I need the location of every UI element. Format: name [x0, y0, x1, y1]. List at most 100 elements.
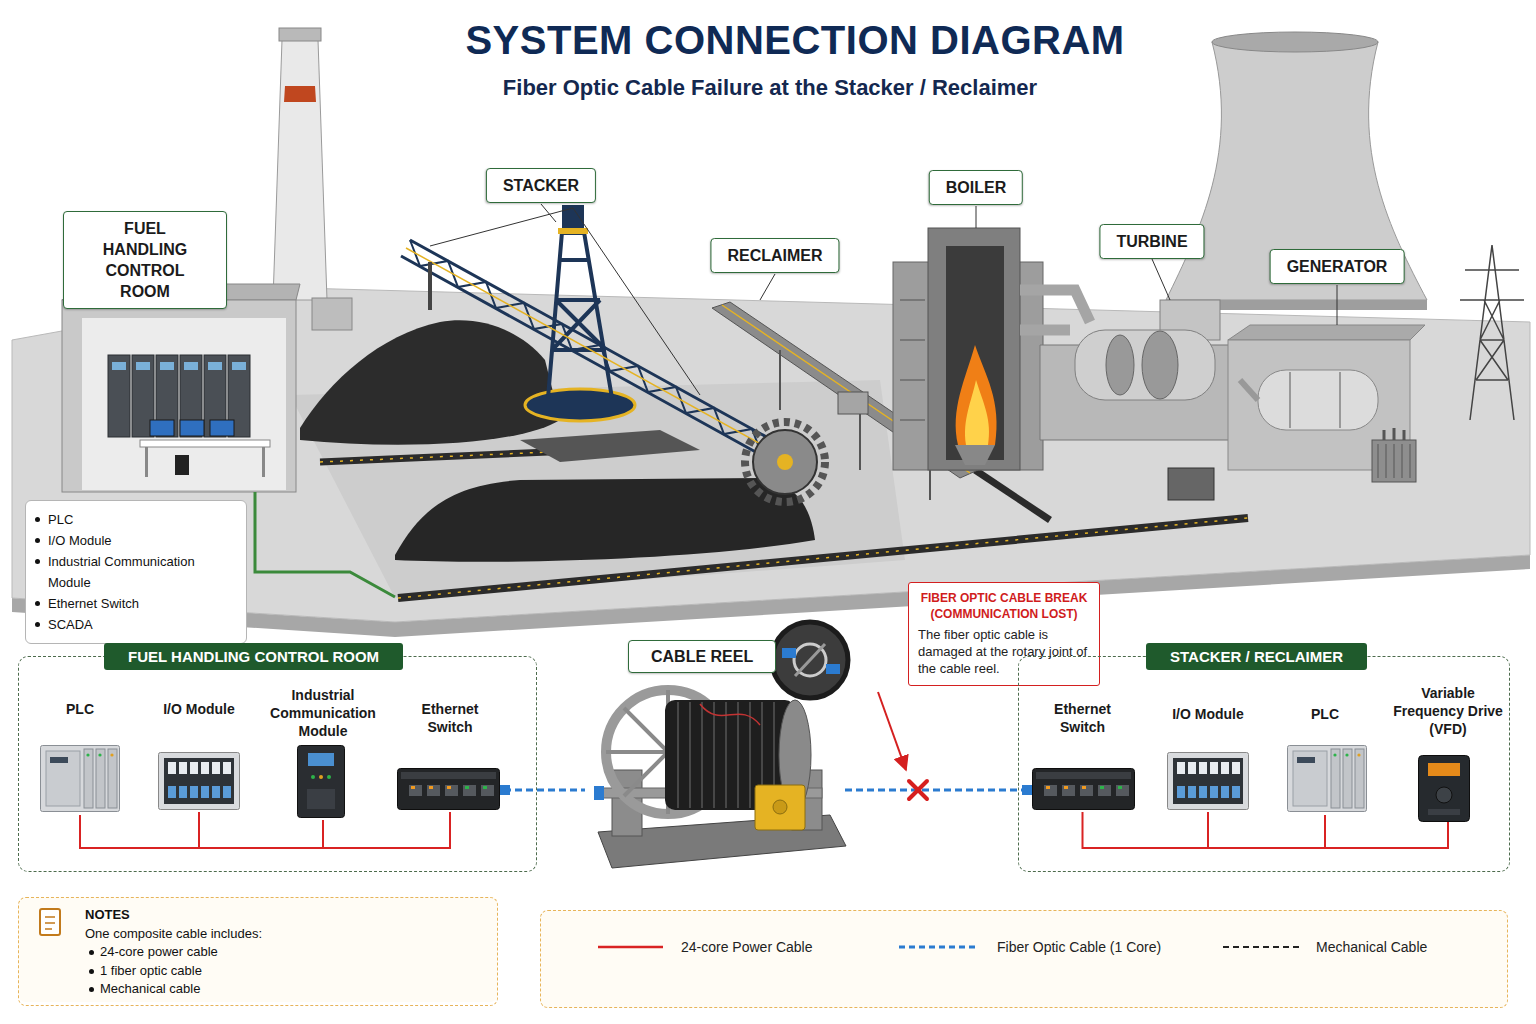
- boiler: [956, 345, 997, 445]
- notes-panel: [18, 897, 498, 1002]
- control-room-building: [82, 318, 286, 490]
- label-text: I/O Module: [1172, 706, 1244, 722]
- connector-group: [80, 790, 1448, 848]
- legend-line: [899, 946, 977, 949]
- legend-line: [598, 946, 663, 949]
- device-icon: [41, 746, 120, 812]
- fault-callout: FIBER OPTIC CABLE BREAK (COMMUNICATION L…: [908, 582, 1100, 686]
- power-cable: [199, 812, 323, 848]
- label-text: Ethernet Switch: [48, 596, 139, 611]
- area-label: FUEL HANDLING CONTROL ROOM: [63, 211, 227, 309]
- magnifier-detail: [826, 664, 840, 674]
- label-text: PLC: [66, 701, 94, 717]
- label-text: STACKER: [503, 177, 579, 194]
- label-text: One composite cable includes:: [85, 926, 262, 941]
- label-text: FUEL HANDLING CONTROL ROOM: [103, 220, 187, 300]
- control-room-building: [150, 420, 174, 436]
- boiler: [946, 246, 1004, 460]
- cable-reel-drawing: [594, 786, 604, 800]
- control-room-building: [175, 455, 189, 475]
- legend-entry: 24-core Power Cable: [598, 936, 813, 958]
- transformer: [1372, 428, 1416, 482]
- control-room-building: [150, 420, 234, 436]
- fiber-cable: [504, 789, 585, 792]
- stacker-machine: [548, 232, 612, 398]
- label-text: CABLE REEL: [651, 648, 753, 665]
- stacker-machine: [777, 454, 793, 470]
- turbine: [1142, 331, 1178, 399]
- text-row: 1 fiber optic cable: [100, 962, 497, 981]
- text-row: One composite cable includes:: [85, 925, 497, 944]
- turbine: [1020, 290, 1240, 440]
- diagram-caption: Fiber Optic Cable Failure at the Stacker…: [270, 74, 1270, 102]
- notes-panel: [45, 917, 55, 929]
- control-room-building: [108, 355, 250, 437]
- text-row: TURBINE: [1116, 231, 1187, 252]
- cooling-tower: [1212, 32, 1378, 52]
- text-row: Ethernet Switch: [410, 700, 490, 736]
- legend-text: 24-core Power Cable: [681, 939, 813, 955]
- fiber-plug: [500, 785, 1032, 795]
- boiler: [955, 445, 995, 465]
- chimney: [279, 28, 321, 41]
- power-cable: [323, 812, 450, 848]
- generator: [1240, 380, 1258, 400]
- fiber-cable: [845, 789, 1030, 792]
- legend-line: [1223, 946, 1301, 948]
- cooling-tower: [1166, 32, 1427, 310]
- stacker-machine: [745, 422, 825, 502]
- stacker-machine: [401, 205, 825, 502]
- label-text: BOILER: [946, 179, 1006, 196]
- conveyor-belt: [975, 470, 1050, 520]
- magnifier-detail: [772, 622, 848, 698]
- label-text: TURBINE: [1116, 233, 1187, 250]
- zone-group: FUEL HANDLING CONTROL ROOMPLCI/O ModuleI…: [18, 656, 537, 872]
- text-row: BOILER: [946, 177, 1006, 198]
- device-icon: [298, 746, 345, 818]
- stacker-machine: [753, 430, 817, 494]
- conveyor-belt: [398, 518, 1248, 598]
- device-icon: [1168, 753, 1249, 810]
- generator: [1290, 372, 1340, 428]
- text-row: Ethernet Switch: [48, 593, 236, 614]
- stacker-machine: [525, 389, 635, 421]
- text-row: Mechanical cable: [100, 980, 497, 999]
- device-box: I/O Module: [155, 700, 243, 812]
- text-row: Ethernet Switch: [1043, 700, 1123, 736]
- bullet-dot: [89, 987, 94, 992]
- device-box: Ethernet Switch: [1030, 700, 1135, 812]
- chimney: [284, 86, 316, 102]
- control-room-building: [108, 355, 130, 437]
- text-row: SCADA: [48, 614, 236, 635]
- stacker-machine: [428, 262, 432, 310]
- control-room-building: [145, 447, 148, 477]
- transformer: [1384, 428, 1404, 440]
- text-row: I/O Module: [163, 700, 235, 718]
- area-label: RECLAIMER: [710, 238, 839, 273]
- text-row: Industrial Communication Module: [48, 551, 236, 593]
- bullet-dot: [35, 538, 40, 543]
- bullet-dot: [35, 622, 40, 627]
- device-icon: [1033, 769, 1135, 810]
- turbine: [1106, 335, 1134, 395]
- chimney: [312, 298, 352, 330]
- label-text: I/O Module: [163, 701, 235, 717]
- chimney: [273, 40, 327, 300]
- device-icon: [1288, 746, 1367, 812]
- device-box: Industrial Communication Module: [262, 686, 384, 820]
- leader-line: [145, 204, 1337, 325]
- label-text: FIBER OPTIC CABLE BREAK (COMMUNICATION L…: [921, 591, 1088, 621]
- device-icon: [41, 746, 1470, 822]
- legend-sample: [1223, 940, 1301, 954]
- control-room-building: [262, 447, 265, 477]
- bullet-dot: [89, 950, 94, 955]
- callout-arrow: [878, 692, 906, 770]
- control-room-building: [136, 362, 150, 370]
- break-mark: [909, 781, 927, 799]
- magnifier-detail: [794, 644, 826, 676]
- label-text: Industrial Communication Module: [270, 687, 376, 739]
- notes-panel: [40, 909, 60, 935]
- stacker-machine: [430, 208, 700, 395]
- magnifier-detail: [795, 644, 825, 676]
